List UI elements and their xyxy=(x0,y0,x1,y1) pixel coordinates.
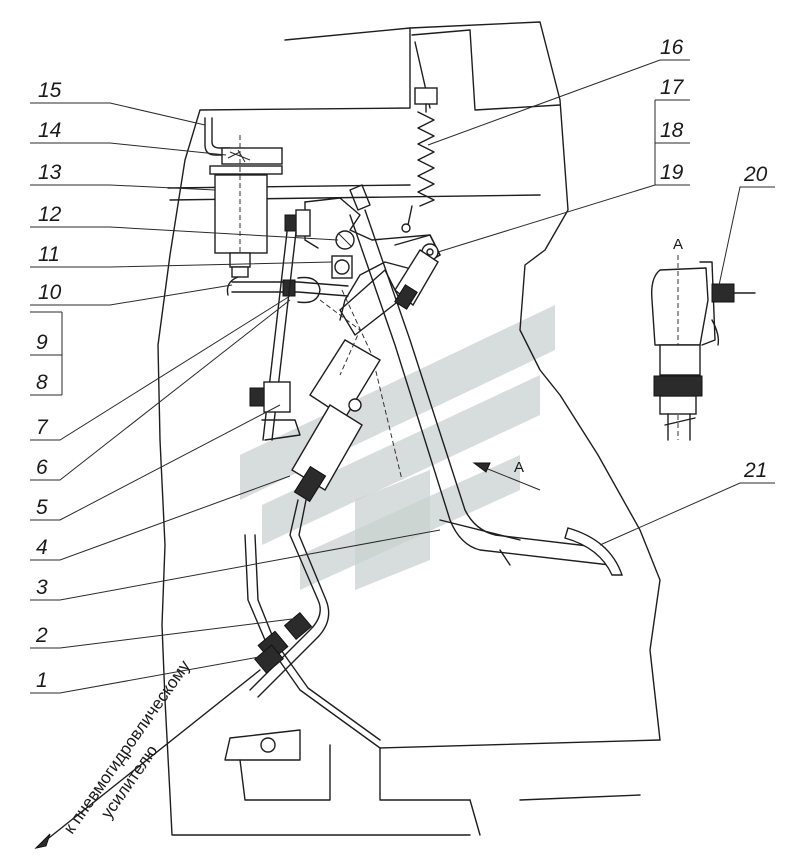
callout-18: 18 xyxy=(660,119,684,142)
cab-body-outline xyxy=(157,21,661,836)
callout-9: 9 xyxy=(36,331,48,354)
return-spring xyxy=(401,87,438,233)
callout-14: 14 xyxy=(38,119,61,142)
vertical-rod xyxy=(249,231,301,441)
callout-4: 4 xyxy=(36,536,48,559)
caption-line-1: к пневмогидровлическому xyxy=(60,656,195,837)
pedal-bracket xyxy=(284,184,441,321)
callout-20: 20 xyxy=(743,163,768,186)
callout-17: 17 xyxy=(660,76,685,99)
callout-10: 10 xyxy=(38,281,62,304)
pipe-caption: к пневмогидровлическому усилителю xyxy=(60,656,195,837)
callout-labels: 15 14 13 12 11 10 9 8 7 6 5 4 3 2 1 16 1… xyxy=(35,36,768,692)
callout-16: 16 xyxy=(660,36,684,59)
pedal-lever xyxy=(339,209,623,576)
callout-5: 5 xyxy=(36,496,48,519)
leader-lines xyxy=(30,59,775,849)
callout-13: 13 xyxy=(38,161,62,184)
watermark-logo xyxy=(240,305,555,590)
callout-7: 7 xyxy=(36,416,49,439)
callout-12: 12 xyxy=(38,203,62,226)
hydraulic-pipe xyxy=(244,499,381,749)
callout-3: 3 xyxy=(36,576,48,599)
callout-8: 8 xyxy=(36,371,48,394)
master-cylinder xyxy=(204,117,283,296)
detail-view-a xyxy=(650,255,756,441)
mount-hole xyxy=(260,737,276,753)
callout-21: 21 xyxy=(743,459,767,482)
callout-6: 6 xyxy=(36,456,48,479)
arrow-a-label: А xyxy=(514,459,524,476)
callout-1: 1 xyxy=(36,669,48,692)
callout-2: 2 xyxy=(35,624,48,647)
linkage-rod xyxy=(231,276,349,304)
slave-cylinder xyxy=(291,249,439,503)
callout-11: 11 xyxy=(38,243,60,266)
callout-15: 15 xyxy=(38,79,62,102)
callout-19: 19 xyxy=(660,161,684,184)
view-a-label: А xyxy=(673,236,683,253)
